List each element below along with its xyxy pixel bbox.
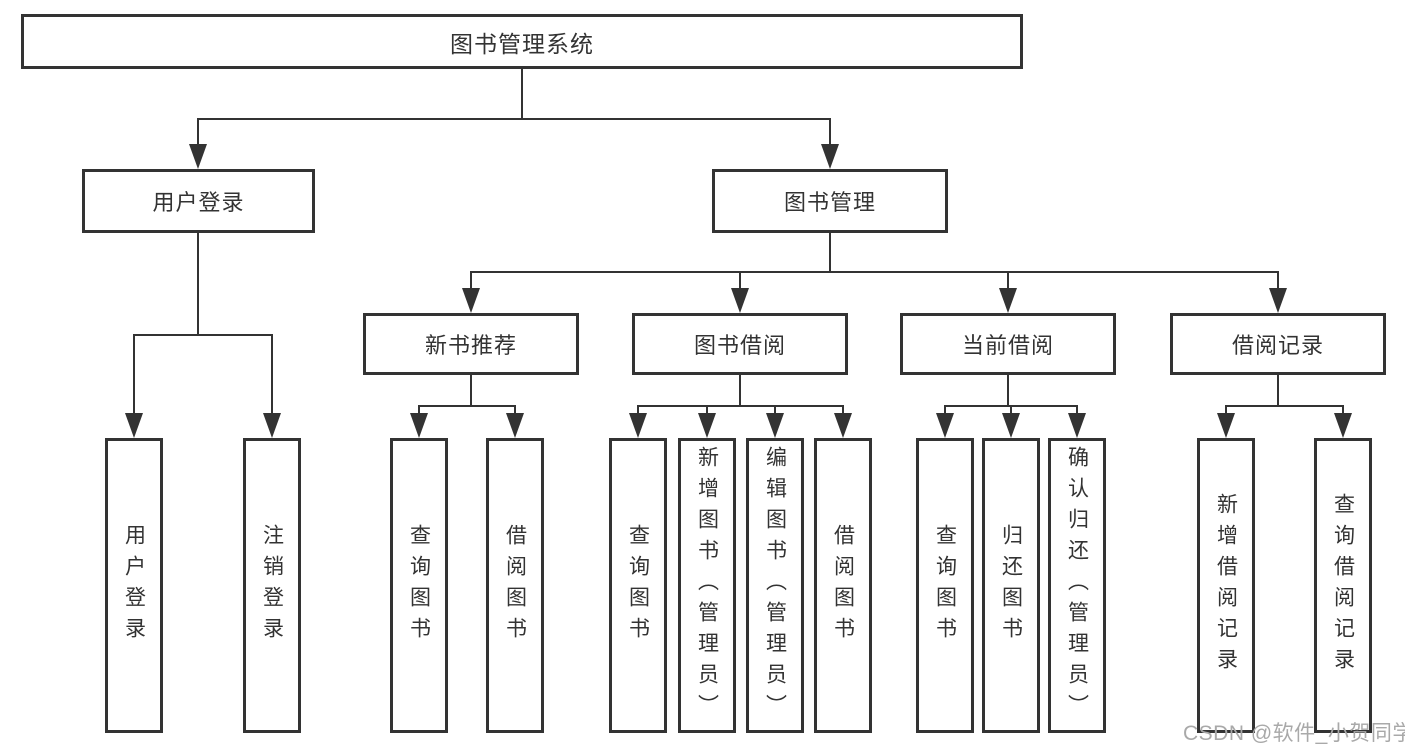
leaf-edit-book-admin-label: 编辑图书（管理员） [763,446,787,725]
connector-line [1277,271,1279,291]
arrowhead [263,413,281,438]
connector-line [739,271,741,291]
arrowhead [462,288,480,313]
arrowhead [821,144,839,169]
arrowhead [1217,413,1235,438]
arrowhead [698,413,716,438]
connector-line [197,233,199,336]
connector-line [1010,405,1012,417]
arrowhead [1334,413,1352,438]
leaf-add-book-admin: 新增图书（管理员） [678,438,736,733]
arrowhead [189,144,207,169]
arrowhead [936,413,954,438]
leaf-logout-label: 注销登录 [260,523,284,648]
connector-line [637,405,639,417]
arrowhead [1269,288,1287,313]
connector-line [706,405,708,417]
connector-line [197,118,831,120]
arrowhead [834,413,852,438]
arrowhead [766,413,784,438]
connector-line [470,271,472,291]
leaf-confirm-return-admin-label: 确认归还（管理员） [1065,446,1089,725]
node-book-borrow-label: 图书借阅 [693,333,786,358]
node-root: 图书管理系统 [21,14,1023,69]
connector-line [739,375,741,407]
arrowhead [731,288,749,313]
leaf-query-borrow-record: 查询借阅记录 [1314,438,1372,733]
connector-line [521,69,523,120]
connector-line [133,334,135,416]
node-current-borrow: 当前借阅 [900,313,1116,375]
node-new-book-recommend: 新书推荐 [363,313,579,375]
connector-line [829,233,831,273]
node-current-borrow-label: 当前借阅 [961,333,1054,358]
leaf-add-book-admin-label: 新增图书（管理员） [695,446,719,725]
leaf-borrow-book-recommend-label: 借阅图书 [503,523,527,648]
arrowhead [629,413,647,438]
node-borrow-records-label: 借阅记录 [1231,333,1324,358]
connector-line [514,405,516,417]
leaf-borrow-book-borrow: 借阅图书 [814,438,872,733]
connector-line [197,118,199,146]
leaf-return-book-label: 归还图书 [999,523,1023,648]
node-user-login-label: 用户登录 [152,190,245,215]
connector-line [774,405,776,417]
arrowhead [999,288,1017,313]
watermark: CSDN @软件_小贺同学 [1183,722,1405,745]
connector-line [470,375,472,407]
node-borrow-records: 借阅记录 [1170,313,1386,375]
node-root-label: 图书管理系统 [450,30,594,57]
arrowhead [125,413,143,438]
arrowhead [506,413,524,438]
arrowhead [410,413,428,438]
connector-line [133,334,273,336]
leaf-query-borrow-record-label: 查询借阅记录 [1331,492,1355,679]
connector-line [842,405,844,417]
node-book-borrow: 图书借阅 [632,313,848,375]
connector-line [1007,271,1009,291]
leaf-user-login: 用户登录 [105,438,163,733]
connector-line [470,271,1279,273]
connector-line [1277,375,1279,407]
leaf-query-book-recommend-label: 查询图书 [407,523,431,648]
connector-line [418,405,516,407]
leaf-query-book-current-label: 查询图书 [933,523,957,648]
connector-line [1225,405,1344,407]
connector-line [1076,405,1078,417]
connector-line [271,334,273,416]
node-new-book-recommend-label: 新书推荐 [424,333,517,358]
leaf-borrow-book-recommend: 借阅图书 [486,438,544,733]
leaf-logout: 注销登录 [243,438,301,733]
arrowhead [1068,413,1086,438]
connector-line [944,405,946,417]
arrowhead [1002,413,1020,438]
connector-line [1225,405,1227,417]
leaf-user-login-label: 用户登录 [122,523,146,648]
node-book-management-label: 图书管理 [783,190,876,215]
leaf-borrow-book-borrow-label: 借阅图书 [831,523,855,648]
leaf-confirm-return-admin: 确认归还（管理员） [1048,438,1106,733]
leaf-return-book: 归还图书 [982,438,1040,733]
leaf-add-borrow-record-label: 新增借阅记录 [1214,492,1238,679]
leaf-query-book-borrow-label: 查询图书 [626,523,650,648]
leaf-edit-book-admin: 编辑图书（管理员） [746,438,804,733]
connector-line [637,405,844,407]
connector-line [1007,375,1009,407]
leaf-query-book-current: 查询图书 [916,438,974,733]
connector-line [418,405,420,417]
node-user-login: 用户登录 [82,169,315,233]
leaf-add-borrow-record: 新增借阅记录 [1197,438,1255,733]
connector-line [1342,405,1344,417]
connector-line [829,118,831,146]
leaf-query-book-borrow: 查询图书 [609,438,667,733]
node-book-management: 图书管理 [712,169,948,233]
leaf-query-book-recommend: 查询图书 [390,438,448,733]
